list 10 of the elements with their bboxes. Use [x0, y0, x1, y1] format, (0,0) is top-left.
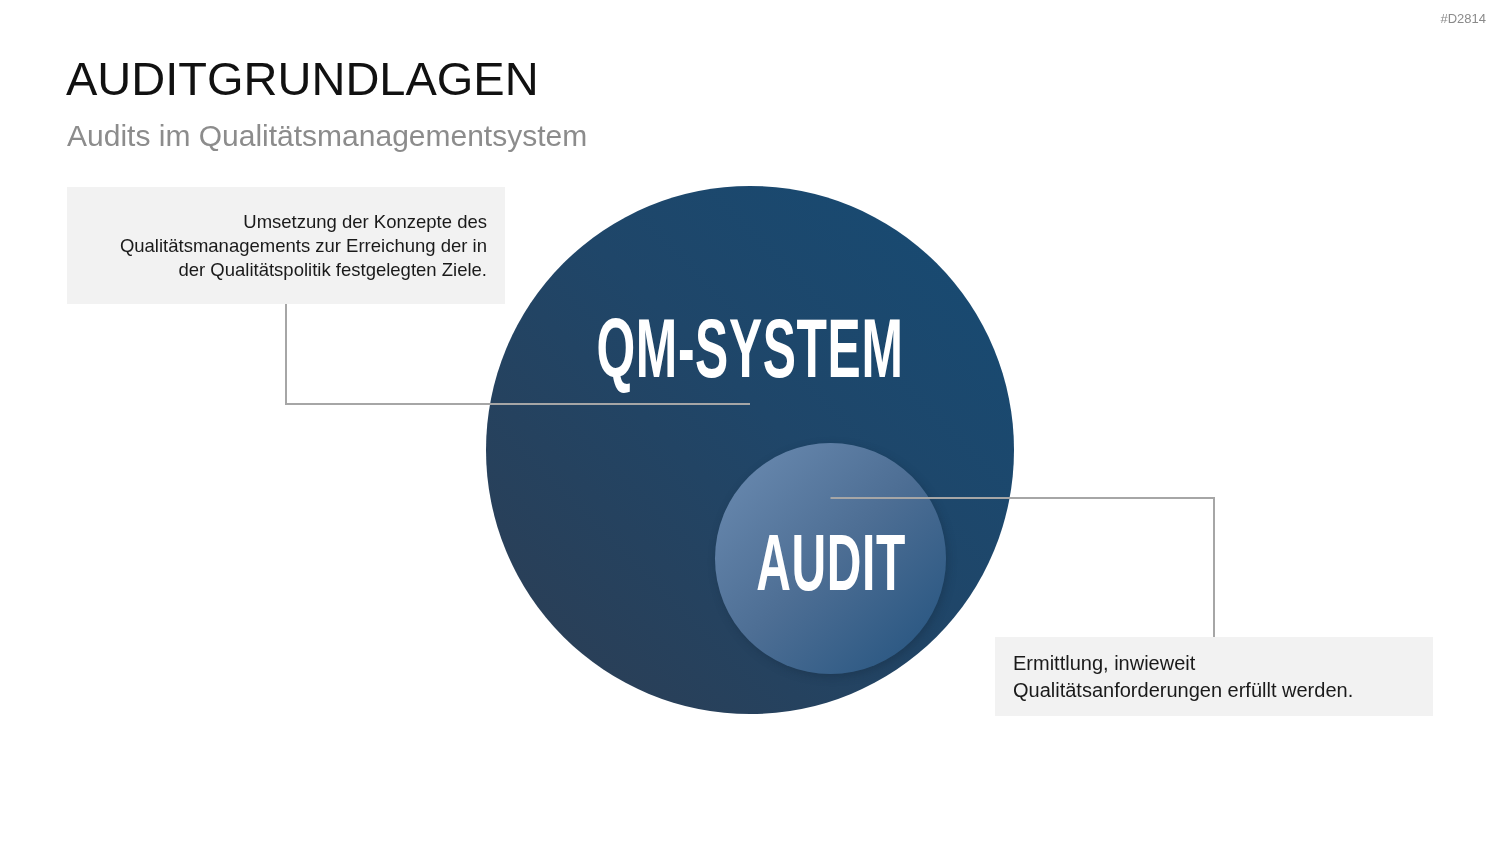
leader-line	[285, 303, 751, 405]
text-callout-box	[67, 187, 505, 304]
subtitle: Audits im Qualitätsmanagementsystem	[67, 118, 588, 154]
leader-line	[829, 497, 1215, 638]
callout-text: Umsetzung der Konzepte des Qualitätsmanagements zur Erreichung der in der Qualitätspolitik festgelegten Ziele.	[118, 209, 487, 282]
slide-code-label: #D2814	[1440, 11, 1486, 27]
circle-label: AUDIT	[755, 523, 906, 603]
title: AUDITGRUNDLAGEN	[66, 52, 539, 107]
callout-text: Ermittlung, inwieweit Qualitätsanforderungen erfüllt werden.	[1013, 650, 1355, 703]
text-callout-box	[995, 637, 1433, 716]
